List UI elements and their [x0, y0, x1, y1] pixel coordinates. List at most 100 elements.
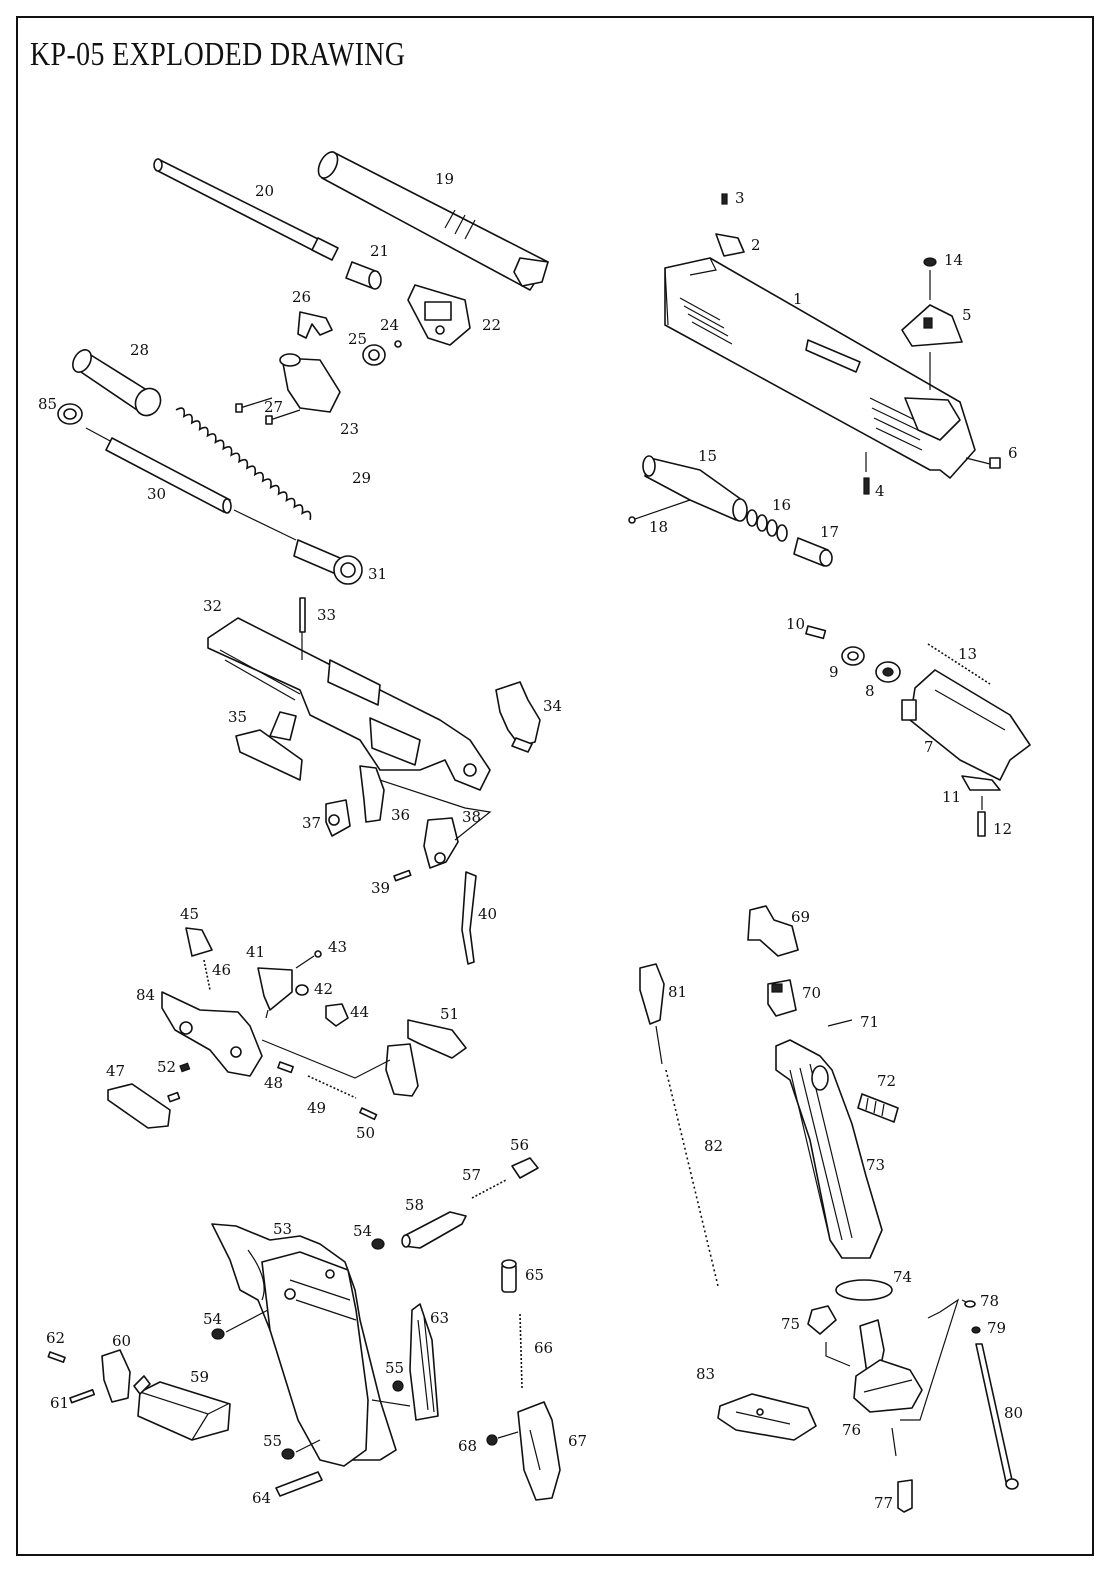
- pin-39: [393, 869, 412, 882]
- label-49: 49: [307, 1099, 326, 1117]
- rings-78-79: [964, 1300, 981, 1334]
- spring-46: [203, 959, 211, 991]
- label-54-lower: 54: [203, 1310, 222, 1328]
- label-23: 23: [340, 420, 359, 438]
- hop-up-chamber-22: [407, 284, 471, 346]
- label-60: 60: [112, 1332, 131, 1350]
- label-42: 42: [314, 980, 333, 998]
- pin-64: [275, 1471, 323, 1497]
- slide-1: [664, 257, 976, 479]
- label-47: 47: [106, 1062, 125, 1080]
- leader-38: [379, 779, 492, 841]
- label-44: 44: [350, 1003, 369, 1021]
- base-pad-83: [717, 1393, 817, 1441]
- label-28: 28: [130, 341, 149, 359]
- label-10: 10: [786, 615, 805, 633]
- hop-up-ring-25-24: [362, 340, 402, 366]
- screw-10: [805, 625, 827, 640]
- label-40: 40: [478, 905, 497, 923]
- label-68: 68: [458, 1437, 477, 1455]
- hammer-34: [495, 681, 541, 753]
- disconnector-37: [325, 799, 351, 837]
- inner-barrel-19: [317, 151, 549, 291]
- plug-65: [501, 1259, 517, 1293]
- label-83: 83: [696, 1365, 715, 1383]
- piston-head-8: [875, 661, 901, 683]
- screw-54-upper: [371, 1238, 385, 1250]
- safety-lever-47: [107, 1083, 181, 1129]
- label-53: 53: [273, 1220, 292, 1238]
- label-32: 32: [203, 597, 222, 615]
- screw-55-right: [392, 1380, 404, 1392]
- rear-sight-screw-14: [923, 257, 937, 300]
- plunger-44: [325, 1003, 349, 1027]
- label-85: 85: [38, 395, 57, 413]
- screw-33: [299, 597, 306, 660]
- screw-52: [179, 1062, 191, 1073]
- label-16: 16: [772, 496, 791, 514]
- washer-9: [841, 646, 865, 666]
- label-8: 8: [865, 682, 875, 700]
- label-58: 58: [405, 1196, 424, 1214]
- pin-3: [721, 193, 728, 205]
- part-labels: 1 2 3 4 5 6 7 8 9 10 11 12 13 14 15 16 1…: [38, 170, 1023, 1512]
- leaf-spring-63: [409, 1303, 439, 1421]
- hop-up-bucking-21: [345, 261, 382, 290]
- front-sight-2: [715, 233, 745, 257]
- label-63: 63: [430, 1309, 449, 1327]
- clip-26: [297, 311, 333, 339]
- label-54-upper: 54: [353, 1222, 372, 1240]
- follower-guide-81: [639, 963, 665, 1025]
- bracket-60-62-61: [47, 1349, 131, 1404]
- label-30: 30: [147, 485, 166, 503]
- nozzle-spring-16: [746, 509, 788, 542]
- leader-78: [961, 1299, 967, 1303]
- label-12: 12: [993, 820, 1012, 838]
- label-39: 39: [371, 879, 390, 897]
- label-79: 79: [987, 1319, 1006, 1337]
- label-56: 56: [510, 1136, 529, 1154]
- spring-49: [307, 1075, 357, 1099]
- hammer-strut-38: [423, 817, 459, 869]
- label-59: 59: [190, 1368, 209, 1386]
- label-82: 82: [704, 1137, 723, 1155]
- housing-67: [517, 1401, 561, 1501]
- label-20: 20: [255, 182, 274, 200]
- base-plate-76: [853, 1319, 923, 1413]
- grip-base-59: [133, 1375, 231, 1441]
- leader-51: [261, 1039, 391, 1079]
- label-37: 37: [302, 814, 321, 832]
- drawing-frame: [16, 16, 1094, 1556]
- label-67: 67: [568, 1432, 587, 1450]
- magazine-73: [775, 1039, 883, 1259]
- outer-barrel-20: [153, 158, 339, 261]
- mag-lip-69: [747, 905, 799, 957]
- screws-27: [235, 397, 301, 425]
- pin-4: [863, 477, 870, 495]
- screw-6: [965, 457, 1001, 469]
- label-9: 9: [829, 663, 839, 681]
- mainspring-housing-58: [401, 1211, 467, 1249]
- nozzle-valve-17: [793, 537, 833, 567]
- magazine-spring-82: [665, 1069, 719, 1287]
- label-81: 81: [668, 983, 687, 1001]
- guide-plug-31: [293, 539, 363, 585]
- label-6: 6: [1008, 444, 1018, 462]
- blowback-housing-7: [901, 669, 1031, 781]
- label-18: 18: [649, 518, 668, 536]
- label-51: 51: [440, 1005, 459, 1023]
- label-76: 76: [842, 1421, 861, 1439]
- label-41: 41: [246, 943, 265, 961]
- label-50: 50: [356, 1124, 375, 1142]
- label-62: 62: [46, 1329, 65, 1347]
- leader-76: [900, 1298, 960, 1421]
- recoil-spring-29: [175, 407, 312, 520]
- valve-72: [857, 1093, 899, 1123]
- label-4: 4: [875, 482, 885, 500]
- label-1: 1: [793, 290, 803, 308]
- label-52: 52: [157, 1058, 176, 1076]
- label-64: 64: [252, 1489, 271, 1507]
- label-36: 36: [391, 806, 410, 824]
